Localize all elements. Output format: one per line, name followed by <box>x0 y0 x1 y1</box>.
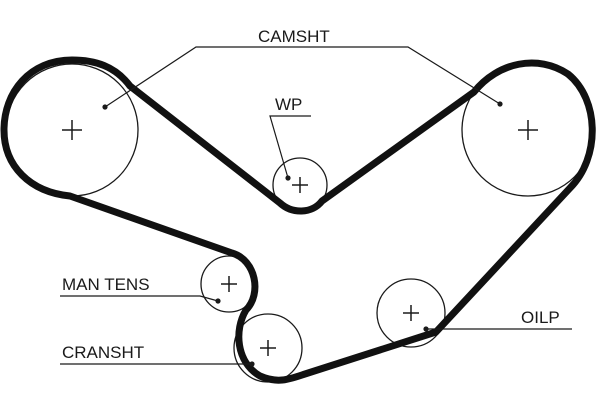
crankshaft-label: CRANSHT <box>62 343 144 362</box>
camshaft-label: CAMSHT <box>258 27 330 46</box>
oil-pump-dot <box>423 326 429 332</box>
manual-tensioner-dot <box>215 298 221 304</box>
manual-tensioner-leader-line <box>60 295 219 302</box>
water-pump-leader-line <box>269 115 311 179</box>
camshaft-leader-line <box>104 46 501 108</box>
water-pump-label: WP <box>275 95 302 114</box>
oil-pump-center-cross <box>403 305 419 321</box>
crankshaft-center-cross <box>260 340 276 356</box>
timing-belt <box>0 56 596 384</box>
manual-tensioner-center-cross <box>221 276 237 292</box>
water-pump-dot <box>285 175 291 181</box>
right-camshaft-center-cross <box>518 120 538 140</box>
water-pump-center-cross <box>292 177 308 193</box>
oil-pump-pulley <box>376 278 446 348</box>
camshaft-right-dot <box>497 101 503 107</box>
camshaft-left-dot <box>102 104 108 110</box>
manual-tensioner-label: MAN TENS <box>62 275 150 294</box>
oil-pump-label: OILP <box>521 308 560 327</box>
left-camshaft-center-cross <box>62 120 82 140</box>
crankshaft-dot <box>249 361 255 367</box>
